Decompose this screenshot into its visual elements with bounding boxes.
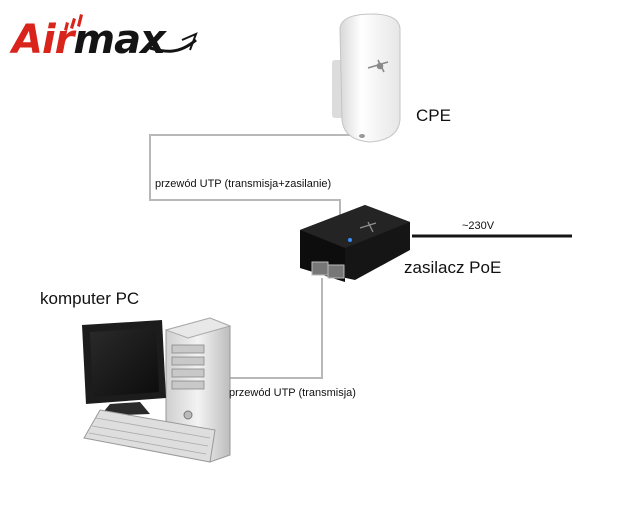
pc-monitor-icon bbox=[82, 320, 166, 416]
cpe-label: CPE bbox=[416, 106, 451, 125]
logo-signal-icon bbox=[64, 14, 83, 31]
pc-keyboard-icon bbox=[83, 409, 216, 463]
logo-swoosh-icon bbox=[149, 32, 198, 53]
pc-label: komputer PC bbox=[40, 289, 140, 308]
utp-cable-bottom bbox=[215, 278, 323, 379]
utp-cable-bottom-label: przewód UTP (transmisja) bbox=[229, 387, 356, 399]
cpe-device-icon bbox=[332, 13, 401, 143]
logo-text-dark: max bbox=[73, 17, 165, 63]
logo-text-red: Air bbox=[12, 17, 74, 63]
utp-cable-top-label: przewód UTP (transmisja+zasilanie) bbox=[155, 178, 332, 190]
poe-label: zasilacz PoE bbox=[404, 258, 502, 277]
voltage-label: ~230V bbox=[462, 220, 495, 232]
airmax-logo: Airmax bbox=[12, 17, 166, 63]
poe-injector-icon bbox=[300, 205, 410, 282]
